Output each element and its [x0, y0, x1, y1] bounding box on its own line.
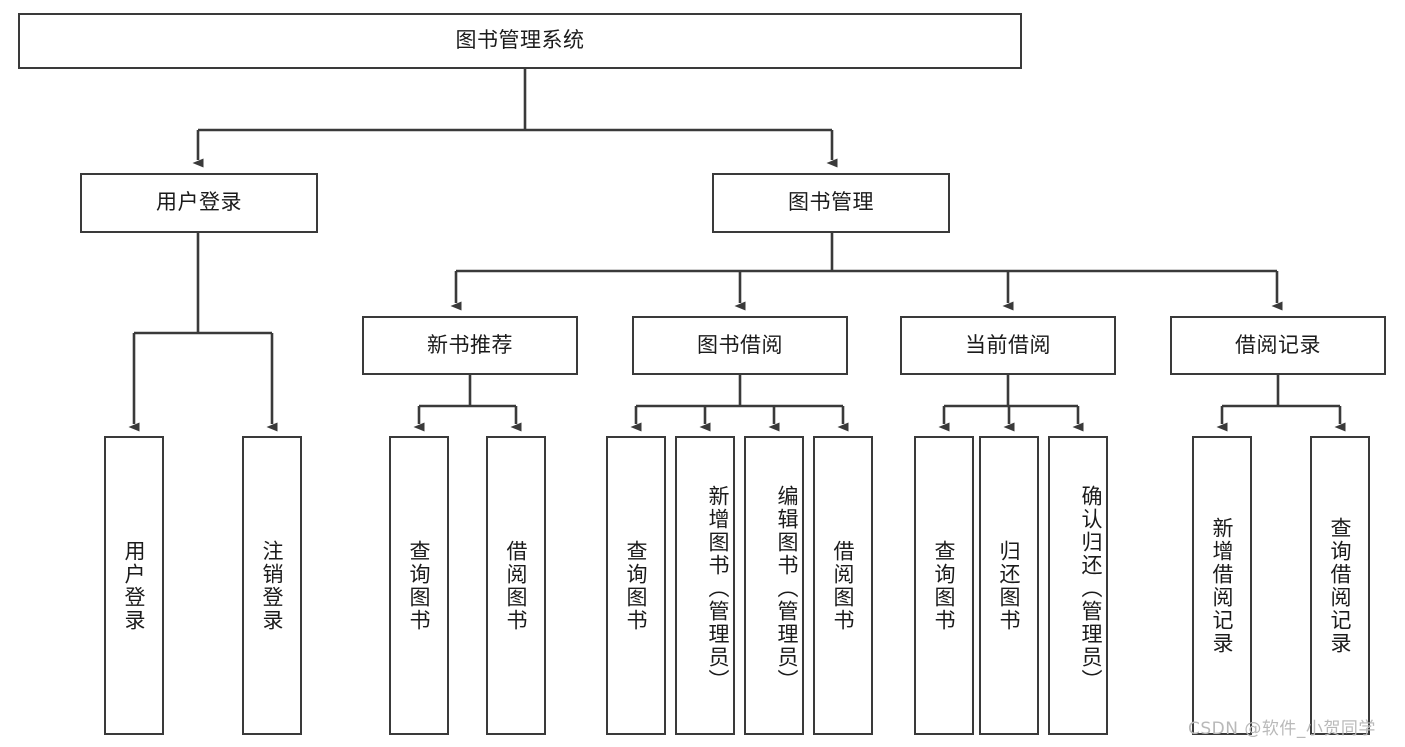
node-book-borrow[interactable]: 图书借阅 [632, 316, 848, 375]
node-label: 归还图书 [997, 539, 1021, 632]
node-borrow-record[interactable]: 借阅记录 [1170, 316, 1386, 375]
node-label: 用户登录 [122, 539, 146, 632]
node-label: 注销登录 [260, 539, 284, 632]
leaf-add-borrow-record[interactable]: 新增借阅记录 [1192, 436, 1252, 735]
leaf-query-book-borrow[interactable]: 查询图书 [606, 436, 666, 735]
node-current-borrow[interactable]: 当前借阅 [900, 316, 1116, 375]
leaf-query-book-recommend[interactable]: 查询图书 [389, 436, 449, 735]
leaf-return-book[interactable]: 归还图书 [979, 436, 1039, 735]
node-label: 查询图书 [407, 539, 431, 632]
node-book-management[interactable]: 图书管理 [712, 173, 950, 233]
node-label: 新书推荐 [427, 332, 513, 357]
leaf-query-book-current[interactable]: 查询图书 [914, 436, 974, 735]
node-label: 借阅图书 [831, 539, 855, 632]
node-label: 借阅记录 [1235, 332, 1321, 357]
node-new-book-recommend[interactable]: 新书推荐 [362, 316, 578, 375]
csdn-watermark: CSDN @软件_小贺同学 [1188, 719, 1376, 739]
leaf-borrow-book[interactable]: 借阅图书 [813, 436, 873, 735]
node-label: 确认归还（管理员） [1079, 485, 1103, 692]
node-root-book-management-system[interactable]: 图书管理系统 [18, 13, 1022, 69]
node-label: 查询图书 [624, 539, 648, 632]
node-label: 查询图书 [932, 539, 956, 632]
node-label: 新增图书（管理员） [706, 485, 730, 692]
node-label: 新增借阅记录 [1210, 516, 1234, 655]
leaf-borrow-book-recommend[interactable]: 借阅图书 [486, 436, 546, 735]
node-label: 编辑图书（管理员） [775, 485, 799, 692]
node-label: 图书管理系统 [455, 28, 585, 53]
node-user-login[interactable]: 用户登录 [80, 173, 318, 233]
node-label: 用户登录 [156, 190, 242, 215]
node-label: 借阅图书 [504, 539, 528, 632]
leaf-edit-book-admin[interactable]: 编辑图书（管理员） [744, 436, 804, 735]
node-label: 图书借阅 [697, 332, 783, 357]
leaf-add-book-admin[interactable]: 新增图书（管理员） [675, 436, 735, 735]
node-label: 查询借阅记录 [1328, 516, 1352, 655]
leaf-confirm-return-admin[interactable]: 确认归还（管理员） [1048, 436, 1108, 735]
leaf-query-borrow-record[interactable]: 查询借阅记录 [1310, 436, 1370, 735]
node-label: 图书管理 [788, 190, 874, 215]
leaf-logout-login[interactable]: 注销登录 [242, 436, 302, 735]
node-label: 当前借阅 [965, 332, 1051, 357]
leaf-user-login[interactable]: 用户登录 [104, 436, 164, 735]
